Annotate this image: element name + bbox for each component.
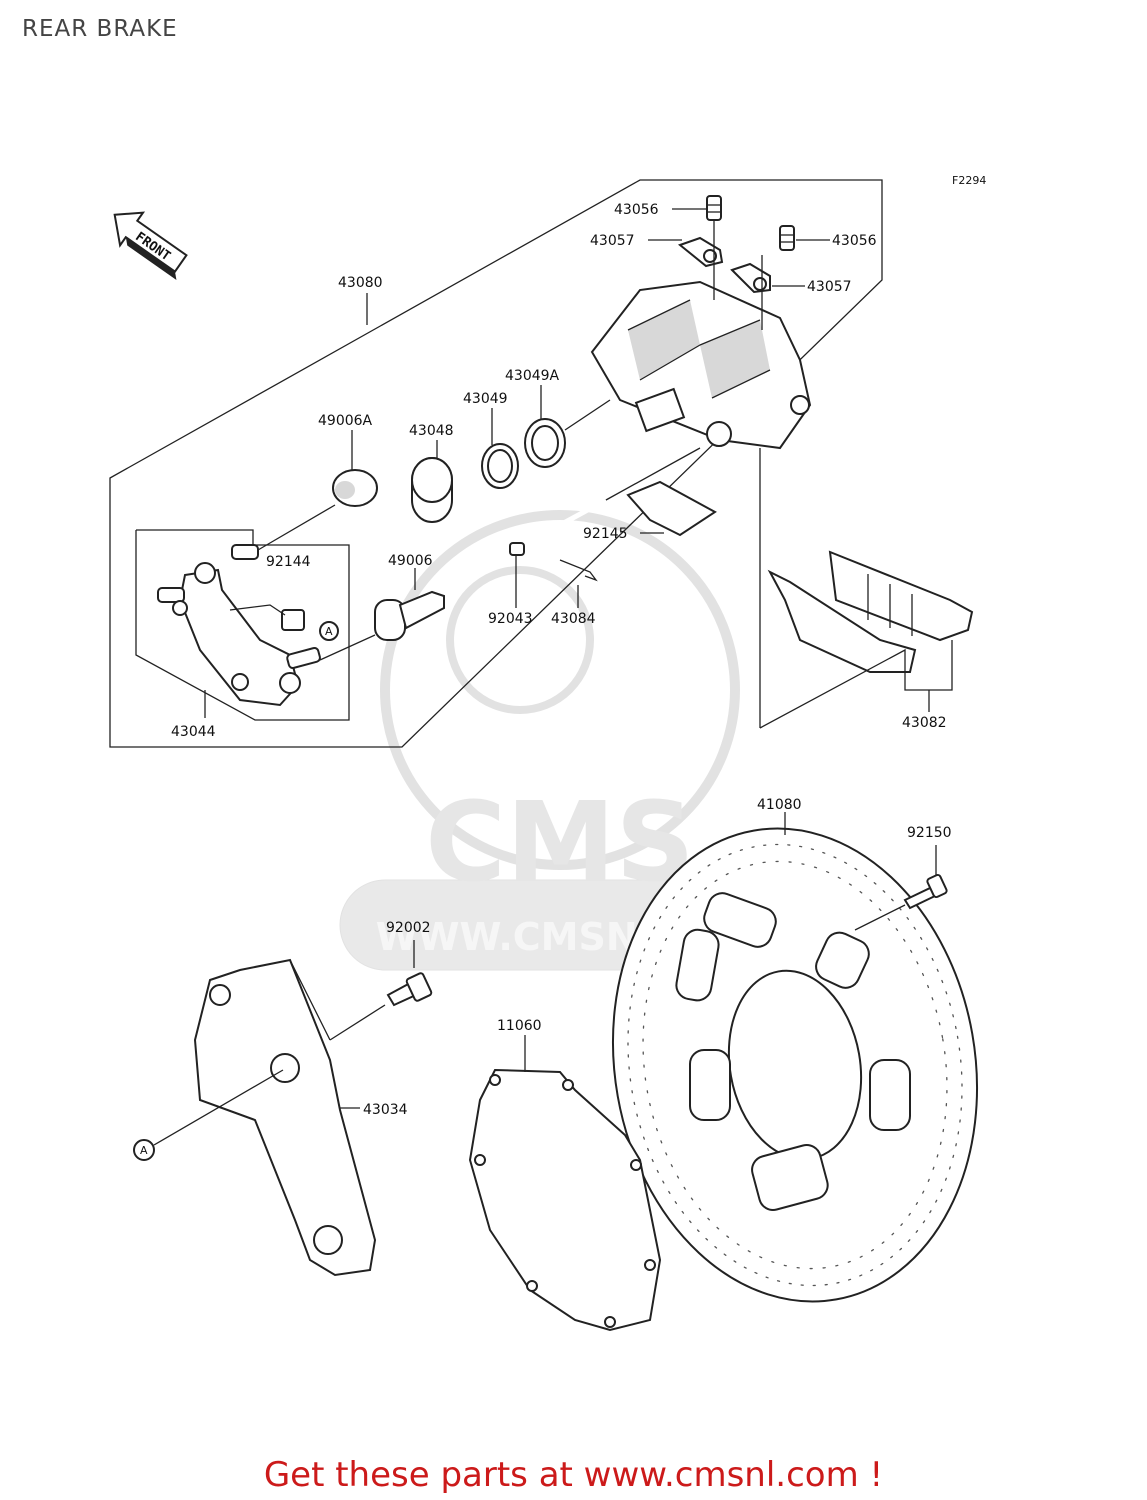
dust-seal: [524, 418, 566, 468]
svg-text:A: A: [140, 1144, 148, 1157]
page-title: REAR BRAKE: [22, 16, 178, 42]
callout-43082: 43082: [902, 715, 947, 731]
disc-gasket: [468, 1068, 662, 1332]
brake-disc: [611, 827, 979, 1303]
callout-43057-upper: 43057: [590, 233, 635, 249]
bracket-outline: [135, 529, 350, 721]
callout-92043: 92043: [488, 611, 533, 627]
piston: [411, 457, 453, 523]
pad-pin-clip: [559, 559, 598, 582]
bracket-bolt: [386, 972, 433, 1007]
callout-92002: 92002: [386, 920, 431, 936]
brake-pad-rear: [767, 569, 917, 673]
bleeder-valve-left: [706, 195, 722, 221]
bleeder-valve-right: [779, 225, 795, 251]
disc-bolt: [903, 873, 948, 910]
reference-mark-a-upper: A: [319, 621, 339, 641]
footer-link[interactable]: Get these parts at www.cmsnl.com !: [263, 1455, 884, 1495]
caliper-assembly-outline: [109, 179, 883, 748]
callout-92150: 92150: [907, 825, 952, 841]
pad-spring-small: [281, 609, 305, 631]
pad-spring: [626, 480, 717, 537]
caliper-mount-bracket: [193, 958, 377, 1277]
callout-43048: 43048: [409, 423, 454, 439]
svg-text:A: A: [325, 625, 333, 638]
pad-pin: [509, 497, 608, 556]
caliper-bracket: [157, 544, 321, 707]
callout-49006: 49006: [388, 553, 433, 569]
watermark-cms-text: CMS: [425, 778, 694, 906]
pin-boot-upper: [332, 469, 378, 507]
callout-43057-lower: 43057: [807, 279, 852, 295]
callout-43044: 43044: [171, 724, 216, 740]
callout-43049: 43049: [463, 391, 508, 407]
caliper-body: [590, 280, 812, 450]
callout-43056-upper: 43056: [614, 202, 659, 218]
callout-43049a: 43049A: [505, 368, 560, 384]
callout-43056-lower: 43056: [832, 233, 877, 249]
pin-boot-lower: [374, 590, 445, 641]
callout-43080: 43080: [338, 275, 383, 291]
callout-43084: 43084: [551, 611, 596, 627]
callout-43034: 43034: [363, 1102, 408, 1118]
front-arrow-icon: FRONT: [113, 211, 188, 280]
callout-49006a: 49006A: [318, 413, 373, 429]
piston-seal: [481, 443, 519, 489]
callout-92144: 92144: [266, 554, 311, 570]
bleeder-cap-left: [677, 236, 724, 268]
callout-92145: 92145: [583, 526, 628, 542]
callout-41080: 41080: [757, 797, 802, 813]
bleeder-cap-right: [730, 262, 771, 294]
figure-code: F2294: [952, 174, 986, 187]
reference-mark-a-lower: A: [133, 1139, 155, 1161]
callout-11060: 11060: [497, 1018, 542, 1034]
